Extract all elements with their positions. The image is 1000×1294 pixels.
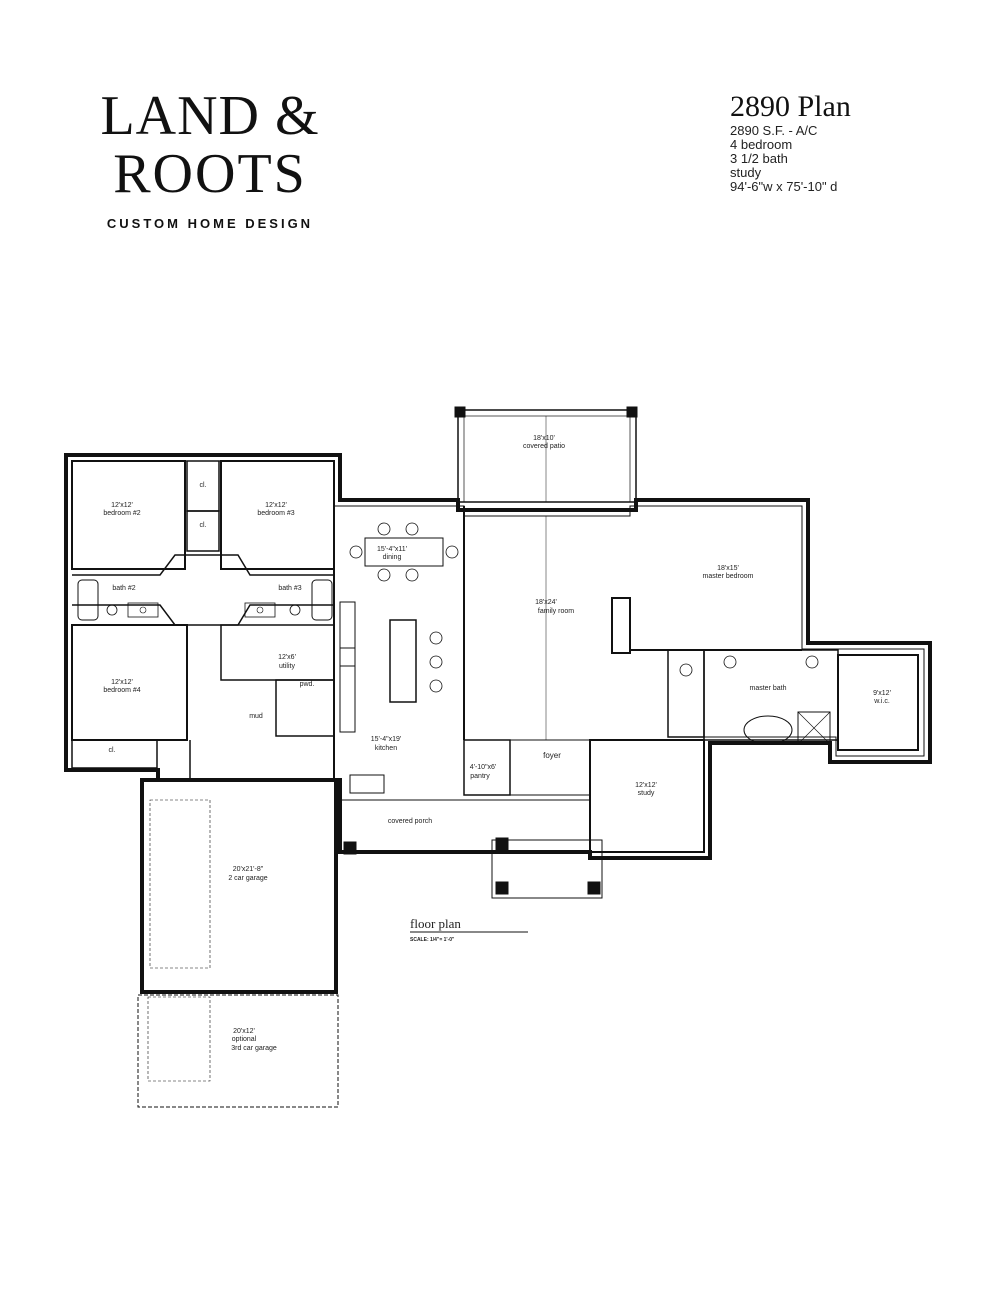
utility-dim: 12'x6' (278, 654, 296, 661)
bedroom-2-name: bedroom #2 (103, 510, 140, 517)
wic-name: w.i.c. (873, 698, 890, 705)
room-labels: 18'x10' covered patio 12'x12' bedroom #2… (103, 435, 891, 1052)
pantry-name: pantry (470, 773, 490, 780)
foyer-walls (509, 739, 591, 796)
study-name: study (638, 790, 655, 797)
patio-name: covered patio (523, 443, 565, 450)
kitchen-island (389, 619, 417, 703)
logo-line-2: ROOTS (113, 143, 307, 205)
covered-porch-name: covered porch (388, 818, 432, 825)
bedroom-2-walls (71, 460, 186, 570)
garage-dim: 20'x21'-8" (233, 866, 264, 873)
bedroom-3-name: bedroom #3 (257, 510, 294, 517)
master-bedroom-name: master bedroom (703, 573, 754, 580)
dining-dim: 15'-4"x11' (377, 546, 407, 553)
garage-walls (140, 778, 338, 994)
plan-baths: 3 1/2 bath (730, 151, 788, 166)
patio-dim: 18'x10' (533, 435, 555, 442)
bedroom-4-dim: 12'x12' (111, 679, 133, 686)
covered-patio-inner (463, 415, 631, 503)
plan-dimensions: 94'-6"w x 75'-10" d (730, 179, 838, 194)
master-bath-name: master bath (750, 685, 787, 692)
plan-bedrooms: 4 bedroom (730, 137, 793, 152)
plan-walls (64, 406, 932, 1108)
kitchen-dim: 15'-4"x19' (371, 736, 401, 743)
bedroom-3-dim: 12'x12' (265, 502, 287, 509)
foyer-name: foyer (543, 751, 561, 760)
wic-dim: 9'x12' (873, 690, 891, 697)
floor-plan-scale: SCALE: 1/4"= 1'-0" (410, 937, 455, 943)
family-room-dim: 18'x24' (535, 599, 557, 606)
optional-garage-walls (137, 994, 339, 1108)
covered-porch-outline (339, 799, 591, 853)
exterior-wall (64, 453, 932, 860)
wic-walls (837, 654, 919, 751)
bedroom-4-name: bedroom #4 (103, 687, 140, 694)
garage-name: 2 car garage (228, 875, 267, 882)
dining-table (364, 537, 444, 567)
study-walls (589, 739, 705, 853)
patio-post (626, 406, 638, 418)
optional-garage-name: 3rd car garage (231, 1045, 277, 1052)
plan-study: study (730, 165, 762, 180)
master-tub (743, 715, 793, 745)
plan-info: 2890 Plan 2890 S.F. - A/C 4 bedroom 3 1/… (730, 90, 980, 194)
kitchen-counter (339, 601, 356, 733)
closet-c: cl. (109, 747, 116, 754)
porch-entry (491, 839, 603, 899)
covered-patio-outline (457, 409, 637, 503)
plan-title: 2890 Plan (730, 90, 851, 123)
powder-walls (275, 679, 335, 737)
utility-name: utility (279, 663, 295, 670)
master-bedroom-dim: 18'x15' (717, 565, 739, 572)
optional-garage-dim: 20'x12' (233, 1028, 255, 1035)
pantry-dim: 4'-10"x6' (470, 764, 497, 771)
bath-2-name: bath #2 (112, 585, 135, 592)
optional-garage-label: optional (232, 1036, 257, 1043)
logo-tagline: CUSTOM HOME DESIGN (106, 216, 314, 231)
logo-line-1: LAND & (100, 85, 320, 147)
dining-name: dining (383, 554, 402, 561)
fireplace (611, 597, 631, 654)
mud-name: mud (249, 713, 263, 720)
pwd-name: pwd. (300, 681, 315, 688)
family-room-name: family room (538, 608, 574, 615)
kitchen-name: kitchen (375, 745, 397, 752)
company-logo: LAND & ROOTS CUSTOM HOME DESIGN (70, 88, 350, 231)
closet-a: cl. (200, 482, 207, 489)
plan-sqft: 2890 S.F. - A/C (730, 123, 818, 138)
utility-walls (220, 624, 335, 681)
study-dim: 12'x12' (635, 782, 657, 789)
bedroom-2-dim: 12'x12' (111, 502, 133, 509)
bath-3-name: bath #3 (278, 585, 301, 592)
patio-post (454, 406, 466, 418)
floor-plan-title: floor plan (410, 916, 461, 931)
closet-b: cl. (200, 522, 207, 529)
